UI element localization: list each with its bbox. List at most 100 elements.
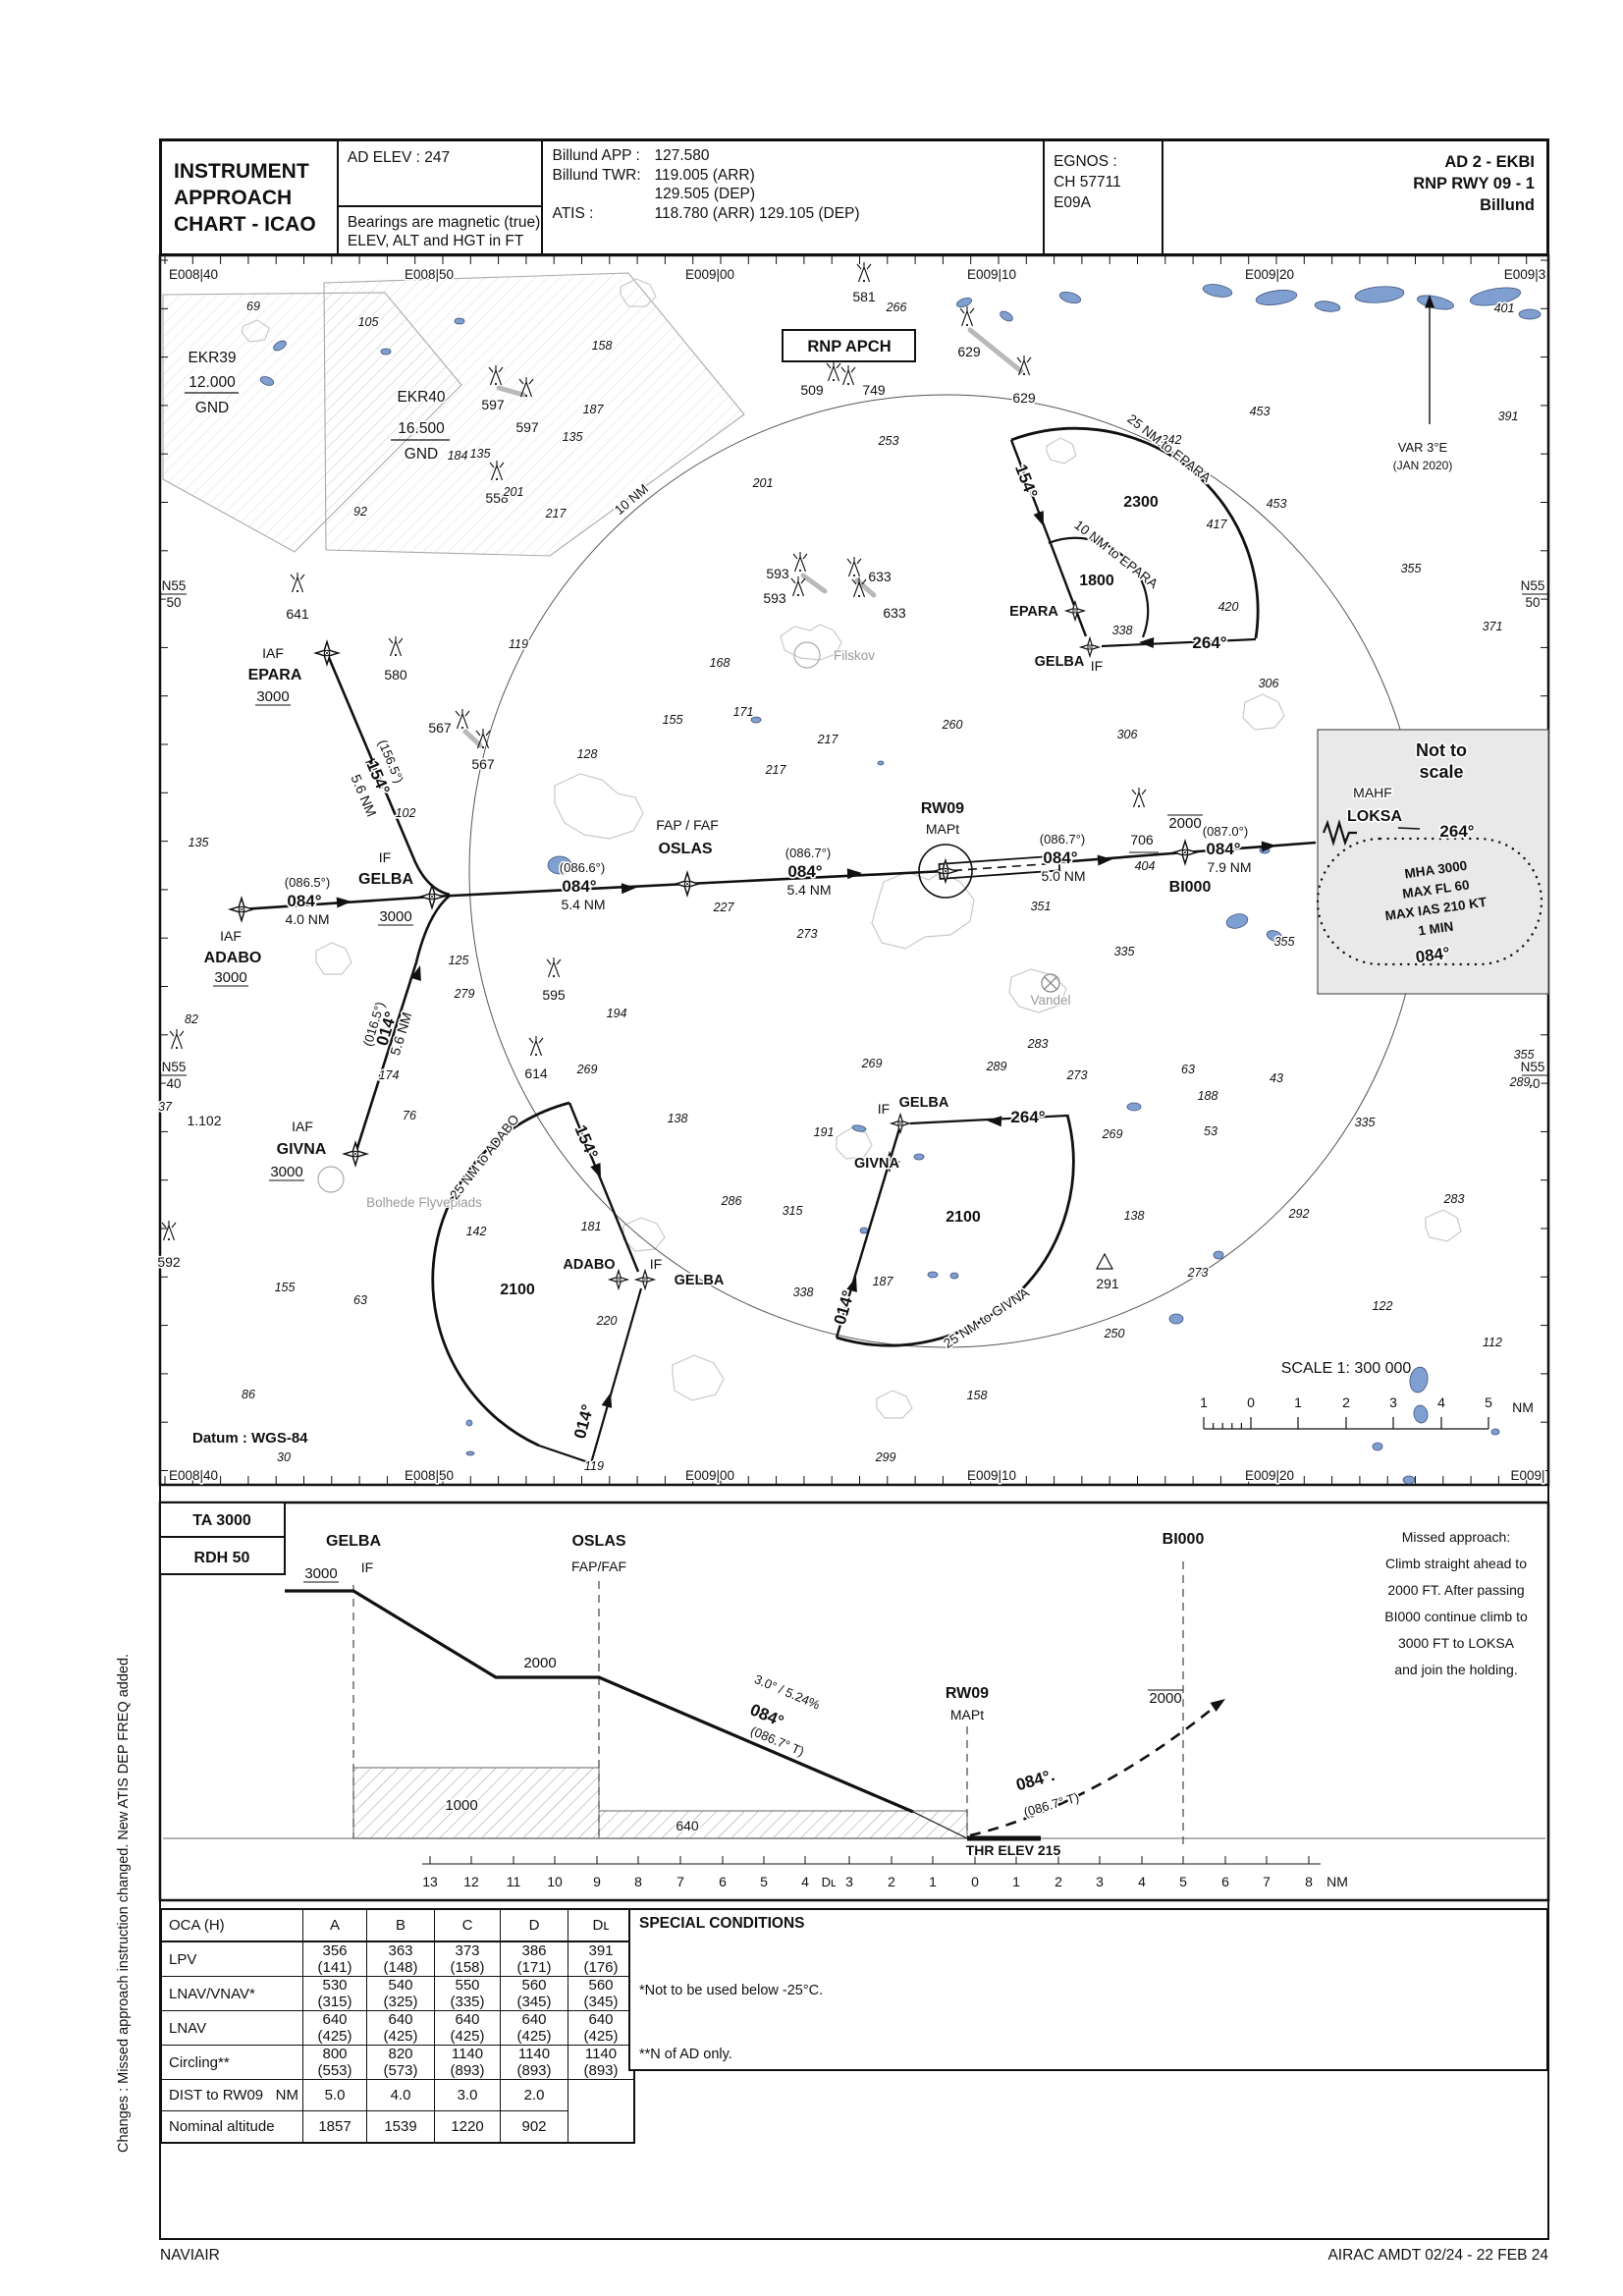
ruler-number: 9 (593, 1874, 601, 1889)
lake (1213, 1250, 1224, 1260)
map-text: 250 (1104, 1327, 1125, 1340)
map-text: 3000 (214, 969, 246, 986)
map-text: 3000 (304, 1565, 337, 1582)
map-text: 749 (862, 382, 886, 398)
map-text: 567 (471, 756, 495, 772)
missed-approach-text: Climb straight ahead to (1385, 1556, 1527, 1571)
map-text: 194 (607, 1007, 627, 1020)
map-text: 217 (817, 733, 839, 746)
map-text: IF (878, 1101, 890, 1117)
map-text: 401 (1494, 301, 1515, 315)
chart-title: INSTRUMENT APPROACH CHART - ICAO (162, 141, 337, 253)
map-text: 82 (185, 1012, 198, 1026)
dist-unit: NM (275, 2087, 298, 2104)
bearings-note: Bearings are magnetic (true) ELEV, ALT a… (339, 207, 541, 250)
lake (465, 1450, 475, 1456)
map-text: 633 (883, 605, 906, 621)
town-outline (620, 278, 657, 307)
town-outline (315, 942, 352, 975)
nominal-value: 902 (500, 2110, 568, 2144)
grid-label: E008|50 (405, 1468, 454, 1483)
obstacle-link (496, 385, 526, 398)
rdh-value: RDH 50 (194, 1550, 250, 1566)
map-text: 12.000 (189, 374, 236, 391)
map-text: 86 (242, 1388, 255, 1401)
special-condition-note: *Not to be used below -25°C. (639, 1983, 824, 1998)
map-text: IF (379, 849, 391, 865)
town-outline (1008, 968, 1067, 1013)
map-text: 567 (428, 720, 452, 736)
map-text: 191 (814, 1125, 835, 1139)
title-line: APPROACH (174, 186, 293, 209)
map-text: 112 (1483, 1336, 1502, 1349)
map-text: 306 (1259, 677, 1279, 690)
lake (1416, 295, 1455, 310)
map-text: 63 (353, 1293, 367, 1307)
town-outline (554, 773, 644, 840)
procedure-ident: RNP RWY 09 - 1 (1413, 175, 1535, 192)
map-text: IF (1091, 658, 1103, 674)
obstacle-link (462, 729, 483, 748)
map-text: 4 (1437, 1394, 1445, 1410)
minima-row-label: LNAV/VNAV* (160, 1976, 303, 2011)
taa-altitude: 2100 (500, 1282, 535, 1298)
lake (259, 376, 275, 386)
map-text: MAPt (950, 1707, 984, 1722)
ruler-number: 7 (1263, 1874, 1271, 1889)
minima-value: 560 (345) (500, 1976, 568, 2011)
waypoint-name: ADABO (204, 950, 262, 966)
map-text: 355 (1514, 1048, 1535, 1062)
track-label: 084° (1206, 840, 1240, 858)
airfield-name: Bolhede Flyveplads (366, 1195, 482, 1210)
grid-label: E009|10 (967, 267, 1016, 282)
map-text: 289 (986, 1060, 1007, 1073)
map-text: 1 (1200, 1394, 1208, 1410)
map-text: 217 (545, 507, 568, 520)
map-text: NM (1512, 1399, 1534, 1415)
cat-header: A (302, 1908, 367, 1942)
map-text: 420 (1218, 600, 1239, 614)
waypoint-name: RW09 (946, 1685, 989, 1702)
map-text: 558 (485, 490, 509, 506)
waypoint-name: GELBA (675, 1273, 725, 1288)
map-text: 5.4 NM (561, 897, 605, 912)
map-text: 342 (1162, 433, 1182, 447)
minima-value: 640 (425) (568, 2010, 635, 2046)
lake (913, 1153, 925, 1161)
minima-row-label: Circling** (160, 2045, 303, 2080)
map-text: 581 (852, 289, 876, 304)
airac-amendment: AIRAC AMDT 02/24 - 22 FEB 24 (1327, 2247, 1548, 2264)
ruler-number: 5 (1179, 1874, 1187, 1889)
obstacle-links (462, 327, 1024, 748)
nominal-value: 1539 (366, 2110, 435, 2144)
lake (1490, 1428, 1500, 1436)
egnos-line: CH 57711 (1054, 174, 1121, 191)
map-text: 174 (379, 1068, 400, 1082)
elevation-cell: AD ELEV : 247 Bearings are magnetic (tru… (336, 141, 541, 253)
taa-altitude: 2100 (946, 1209, 981, 1226)
ruler-number: 1 (1012, 1874, 1020, 1889)
map-text: 135 (470, 447, 491, 461)
ruler-number: 3 (845, 1874, 853, 1889)
grid-label: E009|20 (1245, 267, 1294, 282)
special-conditions: SPECIAL CONDITIONS *Not to be used below… (628, 1908, 1548, 2071)
town-outline (871, 871, 975, 950)
map-text: 509 (800, 382, 824, 398)
map-text: 269 (861, 1057, 883, 1070)
map-text: 266 (886, 301, 907, 314)
map-text: 5.0 NM (1041, 868, 1085, 884)
lake (750, 716, 762, 724)
map-text: 184 (448, 449, 468, 463)
track-label: 084° (287, 892, 321, 910)
map-text: 264° (1192, 633, 1226, 652)
waypoint-name: LOKSA (1347, 808, 1402, 825)
egnos-line: E09A (1054, 194, 1091, 211)
map-text: 629 (1012, 390, 1036, 406)
track-label: 084° (562, 877, 596, 896)
rdh-box (159, 1536, 286, 1575)
track-givna-gelba (353, 894, 451, 1155)
ruler-number: 10 (547, 1874, 563, 1889)
town-outline (1046, 437, 1077, 465)
